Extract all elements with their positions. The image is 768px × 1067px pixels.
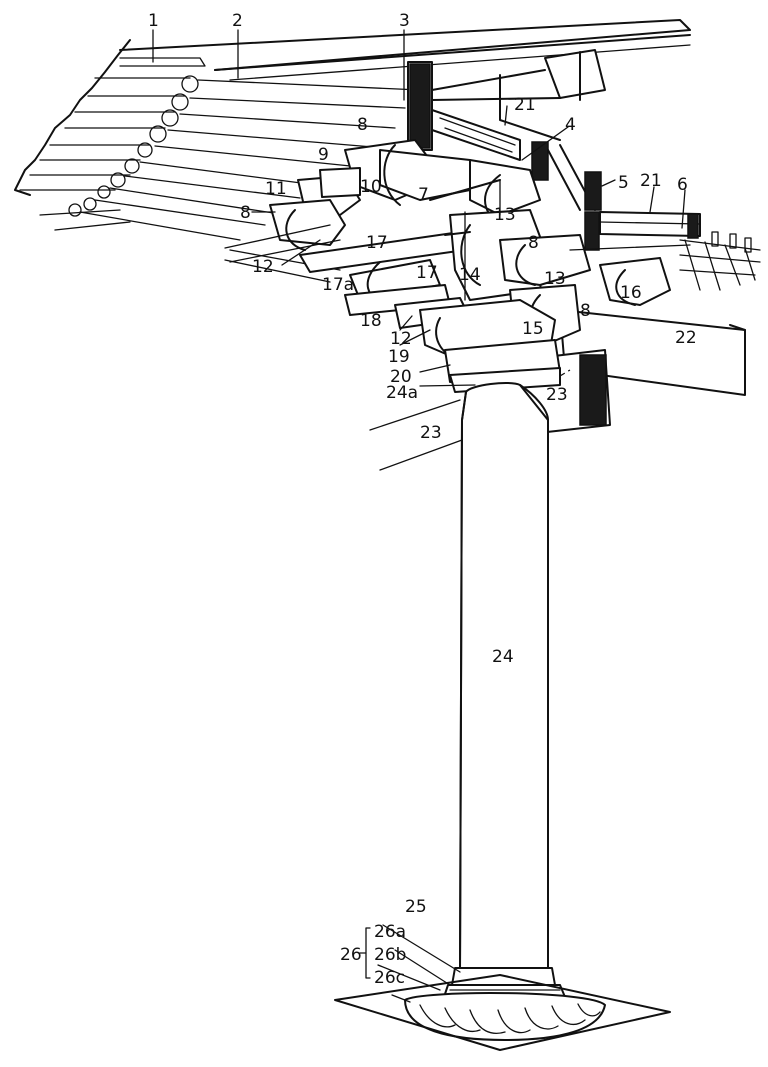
label-17a: 17a: [322, 275, 354, 295]
label-17-lower: 17: [416, 263, 438, 283]
label-22: 22: [675, 328, 697, 348]
label-14: 14: [459, 265, 481, 285]
label-23-right: 23: [546, 385, 568, 405]
label-26c: 26c: [374, 968, 405, 988]
label-21-left: 21: [514, 95, 536, 115]
column: [334, 382, 671, 1051]
label-25: 25: [405, 897, 427, 917]
label-6: 6: [677, 175, 688, 195]
label-26-bracket: [359, 927, 371, 979]
label-2: 2: [232, 11, 243, 31]
label-24a: 24a: [386, 383, 418, 403]
label-13-top: 13: [494, 205, 516, 225]
beams: [369, 49, 761, 471]
label-16: 16: [620, 283, 642, 303]
label-23-left: 23: [420, 423, 442, 443]
label-19: 19: [388, 347, 410, 367]
label-13-lower: 13: [544, 269, 566, 289]
roof-eaves: [14, 19, 691, 283]
label-8-center: 8: [528, 233, 539, 253]
bracket-set: [224, 139, 691, 393]
label-18: 18: [360, 311, 382, 331]
label-12-lower: 12: [390, 329, 412, 349]
label-8-right: 8: [580, 301, 591, 321]
label-7: 7: [418, 185, 429, 205]
label-21-right: 21: [640, 171, 662, 191]
label-20: 20: [390, 367, 412, 387]
label-17: 17: [366, 233, 388, 253]
label-4: 4: [565, 115, 576, 135]
label-3: 3: [399, 11, 410, 31]
label-26a: 26a: [374, 922, 406, 942]
label-1: 1: [148, 11, 159, 31]
label-9: 9: [318, 145, 329, 165]
label-12-upper: 12: [252, 257, 274, 277]
part-labels: 1 2 3 21 4 8 9 10 7 11 5 21 6 8 13 17 8 …: [148, 11, 697, 988]
label-10: 10: [360, 177, 382, 197]
label-8-left: 8: [240, 203, 251, 223]
label-11: 11: [265, 179, 287, 199]
label-26b: 26b: [374, 945, 406, 965]
label-8-top: 8: [357, 115, 368, 135]
label-15: 15: [522, 319, 544, 339]
label-26: 26: [340, 945, 362, 965]
label-5: 5: [618, 173, 629, 193]
leader-lines: [152, 29, 686, 1003]
label-24: 24: [492, 647, 514, 667]
